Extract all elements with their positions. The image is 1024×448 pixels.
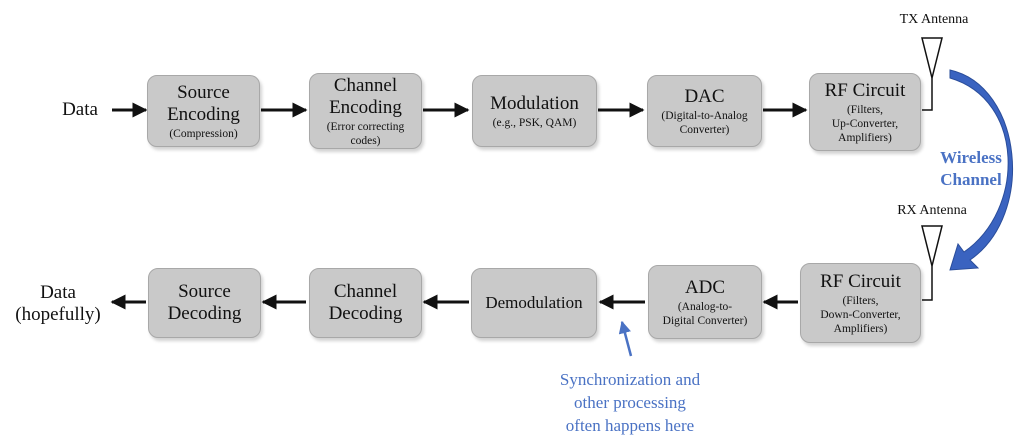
block-subtitle: (Filters, Down-Converter, Amplifiers) xyxy=(820,294,901,335)
block-title: Channel Decoding xyxy=(328,281,403,324)
block-demodulation: Demodulation xyxy=(471,268,597,338)
block-title: Channel Encoding xyxy=(329,74,402,118)
block-title: Source Decoding xyxy=(167,281,242,324)
block-title: DAC xyxy=(684,85,725,107)
block-dac: DAC (Digital-to-Analog Converter) xyxy=(647,75,762,147)
rx-antenna-icon xyxy=(921,225,943,301)
block-channel-encoding: Channel Encoding (Error correcting codes… xyxy=(309,73,422,149)
block-title: Source Encoding xyxy=(167,81,240,125)
block-subtitle: (Compression) xyxy=(169,127,238,140)
block-subtitle: (Filters, Up-Converter, Amplifiers) xyxy=(831,103,899,144)
block-modulation: Modulation (e.g., PSK, QAM) xyxy=(472,75,597,147)
block-title: Modulation xyxy=(490,92,579,114)
block-subtitle: (Error correcting codes) xyxy=(326,120,405,147)
block-title: Demodulation xyxy=(485,293,583,312)
block-title: RF Circuit xyxy=(824,79,906,101)
input-data-label: Data xyxy=(62,99,98,120)
wireless-channel-arrow-icon xyxy=(949,69,1013,271)
sync-note-label: Synchronization and other processing oft… xyxy=(559,370,701,435)
block-title: RF Circuit xyxy=(820,270,901,292)
output-data-label: Data (hopefully) xyxy=(15,282,101,325)
sync-pointer-arrow-icon xyxy=(618,320,633,357)
block-rf-circuit-tx: RF Circuit (Filters, Up-Converter, Ampli… xyxy=(809,73,921,151)
wireless-channel-label: Wireless Channel xyxy=(940,148,1002,189)
block-subtitle: (e.g., PSK, QAM) xyxy=(492,116,577,129)
block-source-encoding: Source Encoding (Compression) xyxy=(147,75,260,147)
block-source-decoding: Source Decoding xyxy=(148,268,261,338)
block-channel-decoding: Channel Decoding xyxy=(309,268,422,338)
block-title: ADC xyxy=(684,276,726,298)
rx-antenna-label: RX Antenna xyxy=(897,203,967,218)
block-adc: ADC (Analog-to- Digital Converter) xyxy=(648,265,762,339)
block-subtitle: (Digital-to-Analog Converter) xyxy=(661,109,748,136)
tx-antenna-label: TX Antenna xyxy=(899,12,969,27)
tx-antenna-icon xyxy=(921,37,943,111)
block-subtitle: (Analog-to- Digital Converter) xyxy=(662,300,748,327)
block-rf-circuit-rx: RF Circuit (Filters, Down-Converter, Amp… xyxy=(800,263,921,343)
